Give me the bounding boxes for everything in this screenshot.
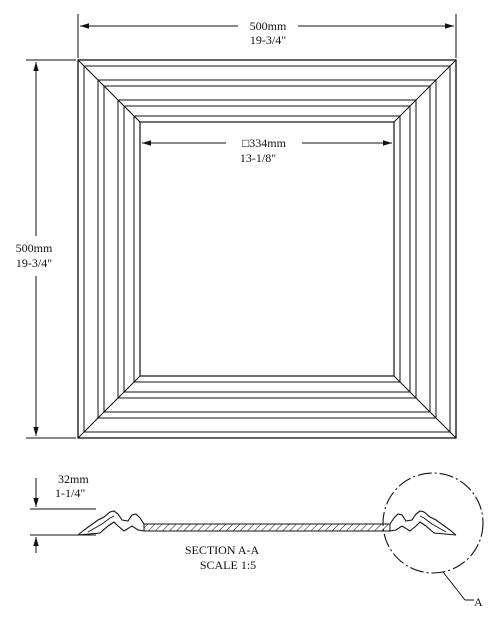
section-scale: SCALE 1:5	[200, 558, 256, 572]
depth-metric-label: 32mm	[58, 472, 89, 486]
frame-bevel-inner	[103, 85, 431, 413]
square-symbol: □	[242, 136, 249, 150]
opening-metric-value: 334mm	[249, 136, 286, 150]
mitre-bottom-right	[393, 375, 457, 439]
frame-step-inner	[123, 105, 411, 393]
opening-imperial-label: 13-1/8"	[240, 151, 276, 165]
insert-panel-hatch	[143, 523, 391, 532]
frame-outer-edge	[77, 59, 457, 439]
section-view: 32mm 1-1/4" A SECTION A-A SCALE 1:5	[30, 472, 484, 609]
frame-rim	[133, 115, 401, 383]
mitre-bottom-left	[77, 375, 141, 439]
frame-plan-view	[77, 59, 457, 439]
mitre-top-left	[77, 59, 141, 123]
height-imperial-label: 19-3/4"	[16, 256, 52, 270]
width-metric-label: 500mm	[250, 19, 287, 33]
profile-inner-right	[419, 515, 447, 533]
section-profile	[77, 510, 457, 536]
frame-lip-edge	[83, 65, 451, 433]
height-metric-label: 500mm	[16, 241, 53, 255]
height-dimension: 500mm 19-3/4"	[16, 59, 76, 439]
profile-inner-left	[87, 515, 115, 533]
width-dimension: 500mm 19-3/4"	[77, 14, 457, 58]
section-title: SECTION A-A	[185, 543, 260, 557]
opening-dimension: □334mm 13-1/8"	[142, 136, 392, 165]
frame-opening	[139, 121, 395, 377]
detail-leader	[442, 571, 466, 601]
detail-label: A	[474, 595, 483, 609]
detail-circle	[382, 472, 484, 574]
opening-metric-label: □334mm	[242, 136, 287, 150]
depth-imperial-label: 1-1/4"	[55, 486, 85, 500]
frame-step-outer	[117, 99, 417, 399]
width-imperial-label: 19-3/4"	[250, 33, 286, 47]
frame-bevel-outer	[97, 79, 437, 419]
mitre-top-right	[393, 59, 457, 123]
